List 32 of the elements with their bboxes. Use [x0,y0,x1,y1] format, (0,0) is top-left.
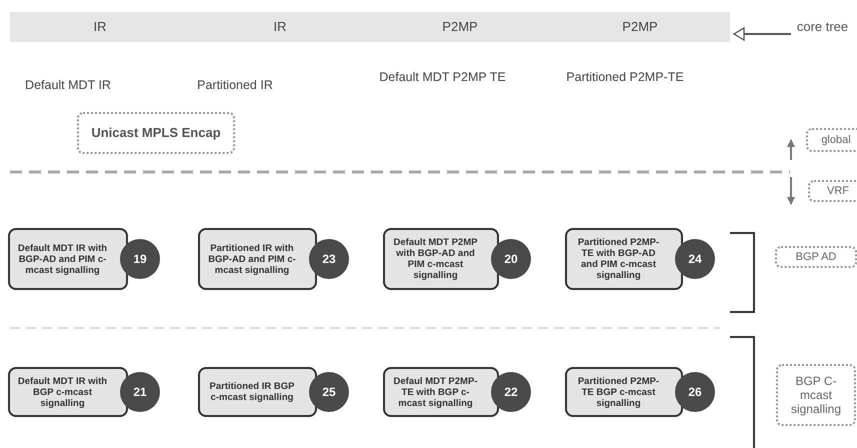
dotted-box: global [806,128,857,152]
column-heading: P2MP [621,18,659,36]
process-box: Partitioned IR BGP c-mcast signalling [198,367,317,417]
number-badge: 20 [491,239,531,279]
process-box: Default MDT IR with BGP-AD and PIM c-mcast signalling [8,228,128,290]
process-box: Partitioned P2MP- TE BGP c-mcast signalling [565,367,683,417]
dotted-box: Unicast MPLS Encap [77,112,235,154]
process-box: Default MDT IR with BGP c-mcast signalling [8,367,128,417]
number-badge: 25 [309,372,349,412]
column-label: Partitioned P2MP-TE [565,70,685,85]
dotted-box: VRF [808,180,857,202]
number-badge: 23 [309,239,349,279]
column-heading: IR [92,18,108,36]
column-label: Default MDT IR [24,78,112,93]
column-heading: IR [272,18,288,36]
dotted-box: BGP C- mcast signalling [776,364,856,426]
header-band [10,12,730,42]
column-heading: P2MP [441,18,479,36]
dotted-box: BGP AD [775,246,857,268]
arrow [733,27,791,41]
number-badge: 24 [675,239,715,279]
number-badge: 22 [491,372,531,412]
column-label: Partitioned IR [196,78,274,93]
number-badge: 19 [120,239,160,279]
number-badge: 26 [675,372,715,412]
column-label: Default MDT P2MP TE [378,70,507,85]
process-box: Defaul MDT P2MP- TE with BGP c- mcast signalling [383,367,499,417]
process-box: Default MDT P2MP with BGP-AD and PIM c-mcast signalling [383,228,499,290]
process-box: Partitioned IR with BGP-AD and PIM c-mcast signalling [198,228,317,290]
side-label: core tree [795,18,850,54]
number-badge: 21 [120,372,160,412]
process-box: Partitioned P2MP- TE with BGP-AD and PIM c-mcast signalling [565,228,683,290]
